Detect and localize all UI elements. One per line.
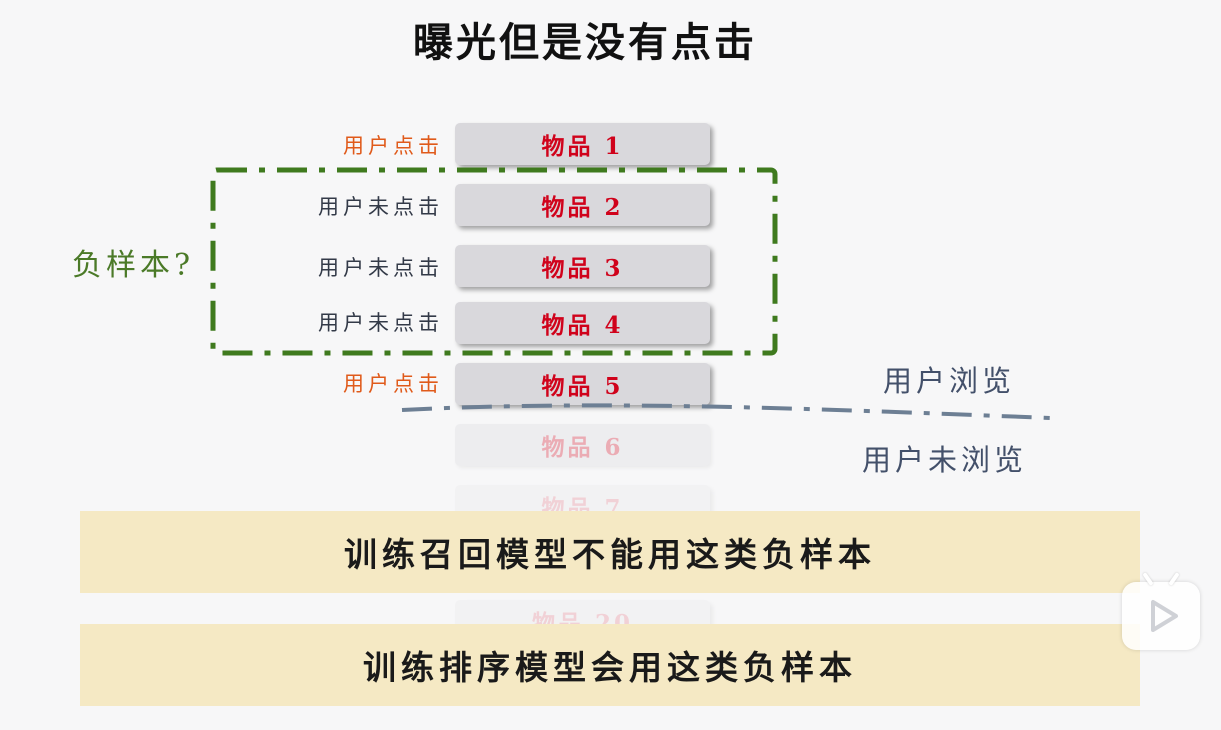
- browsed-label: 用户浏览: [883, 364, 1016, 398]
- recall-model-banner: 训练召回模型不能用这类负样本: [80, 511, 1140, 593]
- status-label-item-3: 用户未点击: [318, 256, 443, 280]
- not-browsed-label: 用户未浏览: [862, 443, 1028, 477]
- status-label-item-4: 用户未点击: [318, 311, 443, 335]
- play-button[interactable]: [1122, 572, 1200, 650]
- item-card-6: 物品 6: [455, 424, 710, 466]
- negative-sample-label: 负样本?: [72, 248, 195, 283]
- item-card-2: 物品 2: [455, 184, 710, 226]
- item-card-3: 物品 3: [455, 245, 710, 287]
- negative-sample-box: [210, 167, 778, 356]
- item-card-1: 物品 1: [455, 123, 710, 165]
- page-title: 曝光但是没有点击: [413, 19, 757, 66]
- item-card-4: 物品 4: [455, 302, 710, 344]
- item-card-5: 物品 5: [455, 363, 710, 405]
- status-label-item-2: 用户未点击: [318, 195, 443, 219]
- play-icon: [1151, 600, 1178, 632]
- ranking-model-banner: 训练排序模型会用这类负样本: [80, 624, 1140, 706]
- status-label-item-1: 用户点击: [343, 134, 443, 158]
- browse-divider-line: [401, 403, 1051, 420]
- status-label-item-5: 用户点击: [343, 372, 443, 396]
